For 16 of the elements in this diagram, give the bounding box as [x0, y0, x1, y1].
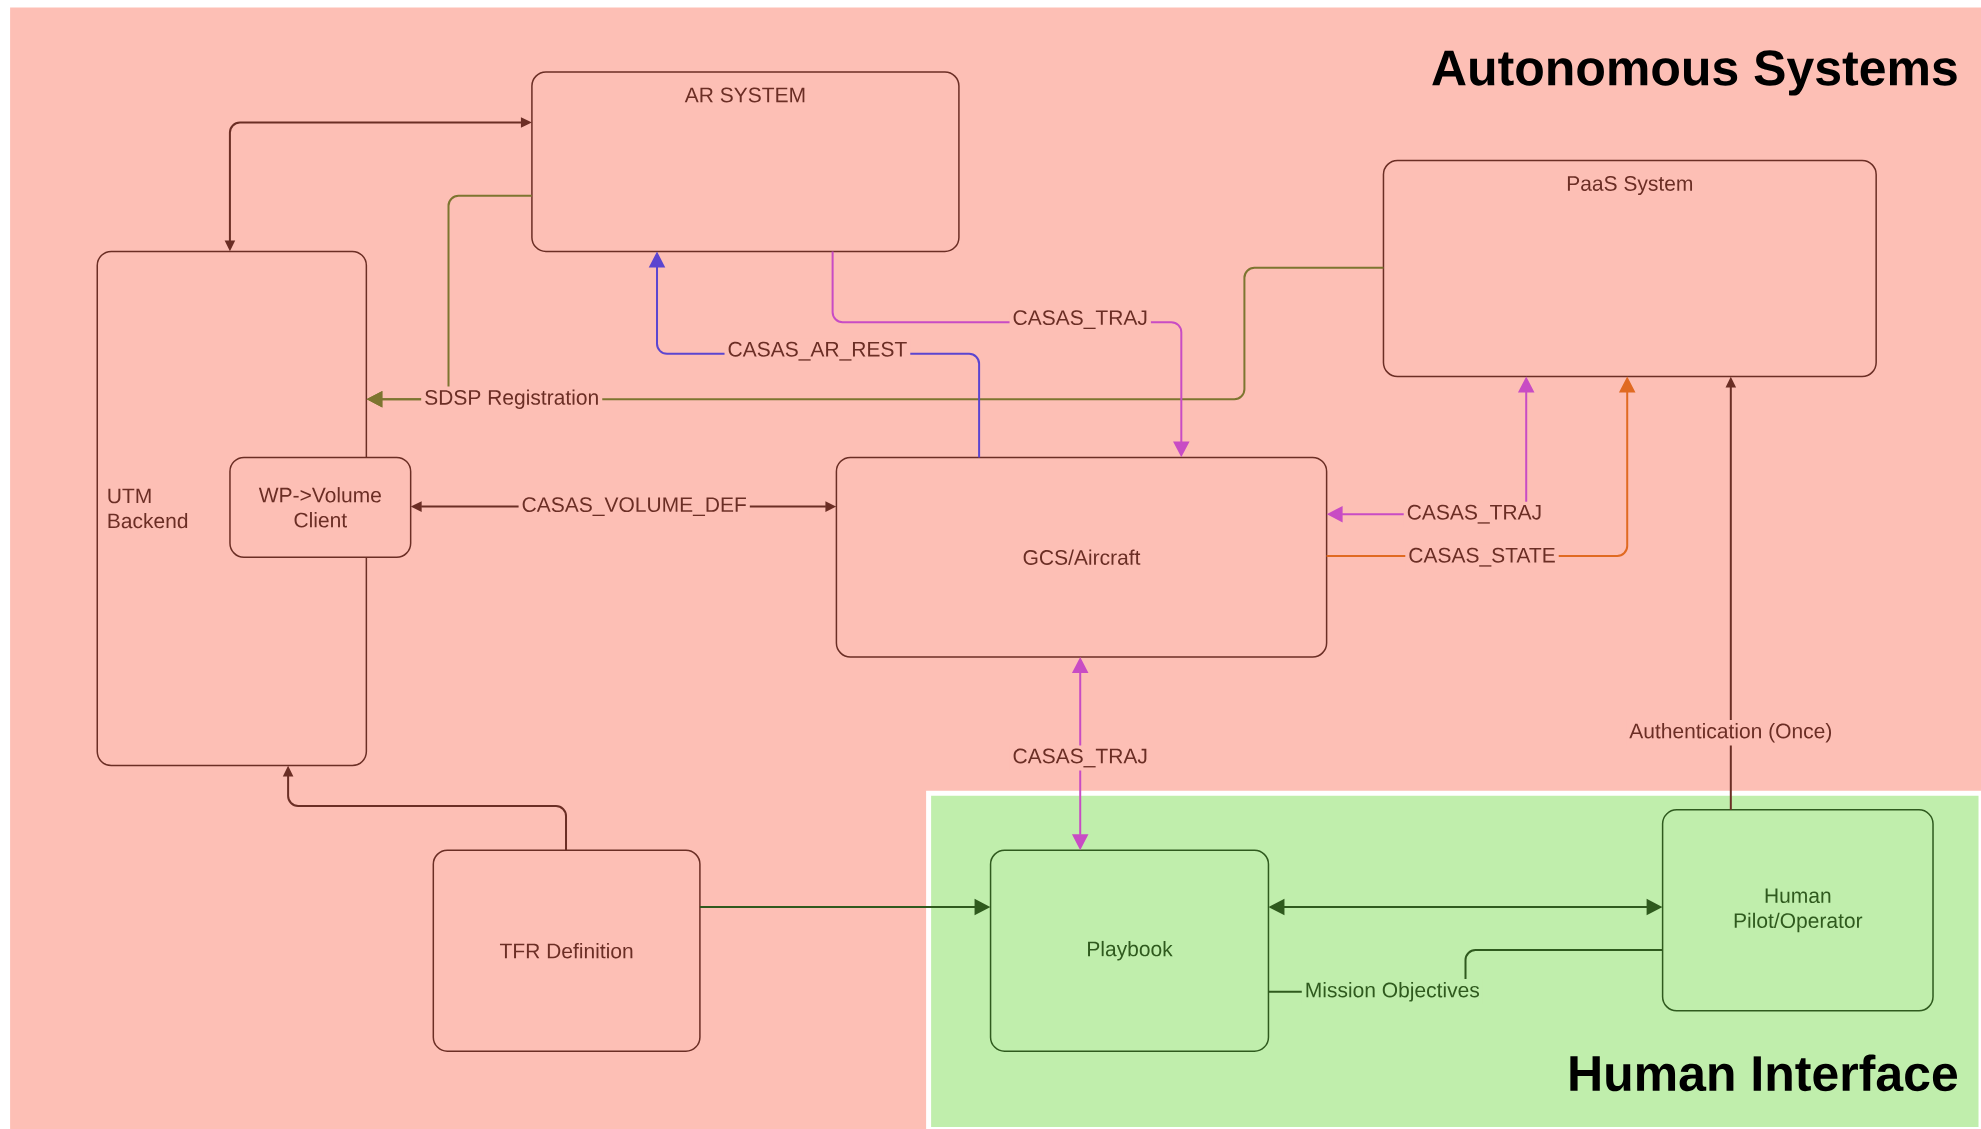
- process-box: WP->Volume Client: [229, 456, 412, 558]
- process-box: PaaS System: [1382, 159, 1877, 378]
- edge-label: SDSP Registration: [421, 386, 603, 412]
- edge-label: CASAS_TRAJ: [1009, 307, 1151, 332]
- process-box: AR SYSTEM: [531, 71, 960, 253]
- edge-label: Authentication (Once): [1626, 720, 1836, 746]
- edge-label: CASAS_STATE: [1405, 544, 1559, 570]
- process-box: Playbook: [989, 849, 1270, 1052]
- process-box: GCS/Aircraft: [835, 456, 1328, 658]
- process-box: Human Pilot/Operator: [1661, 809, 1934, 1012]
- edge-label: Mission Objectives: [1301, 979, 1483, 1005]
- process-box: TFR Definition: [432, 849, 701, 1052]
- edge-label: CASAS_TRAJ: [1009, 745, 1151, 771]
- edge-label: CASAS_VOLUME_DEF: [518, 494, 750, 519]
- edge-label: CASAS_AR_REST: [724, 338, 911, 364]
- edge-label: CASAS_TRAJ: [1403, 501, 1546, 527]
